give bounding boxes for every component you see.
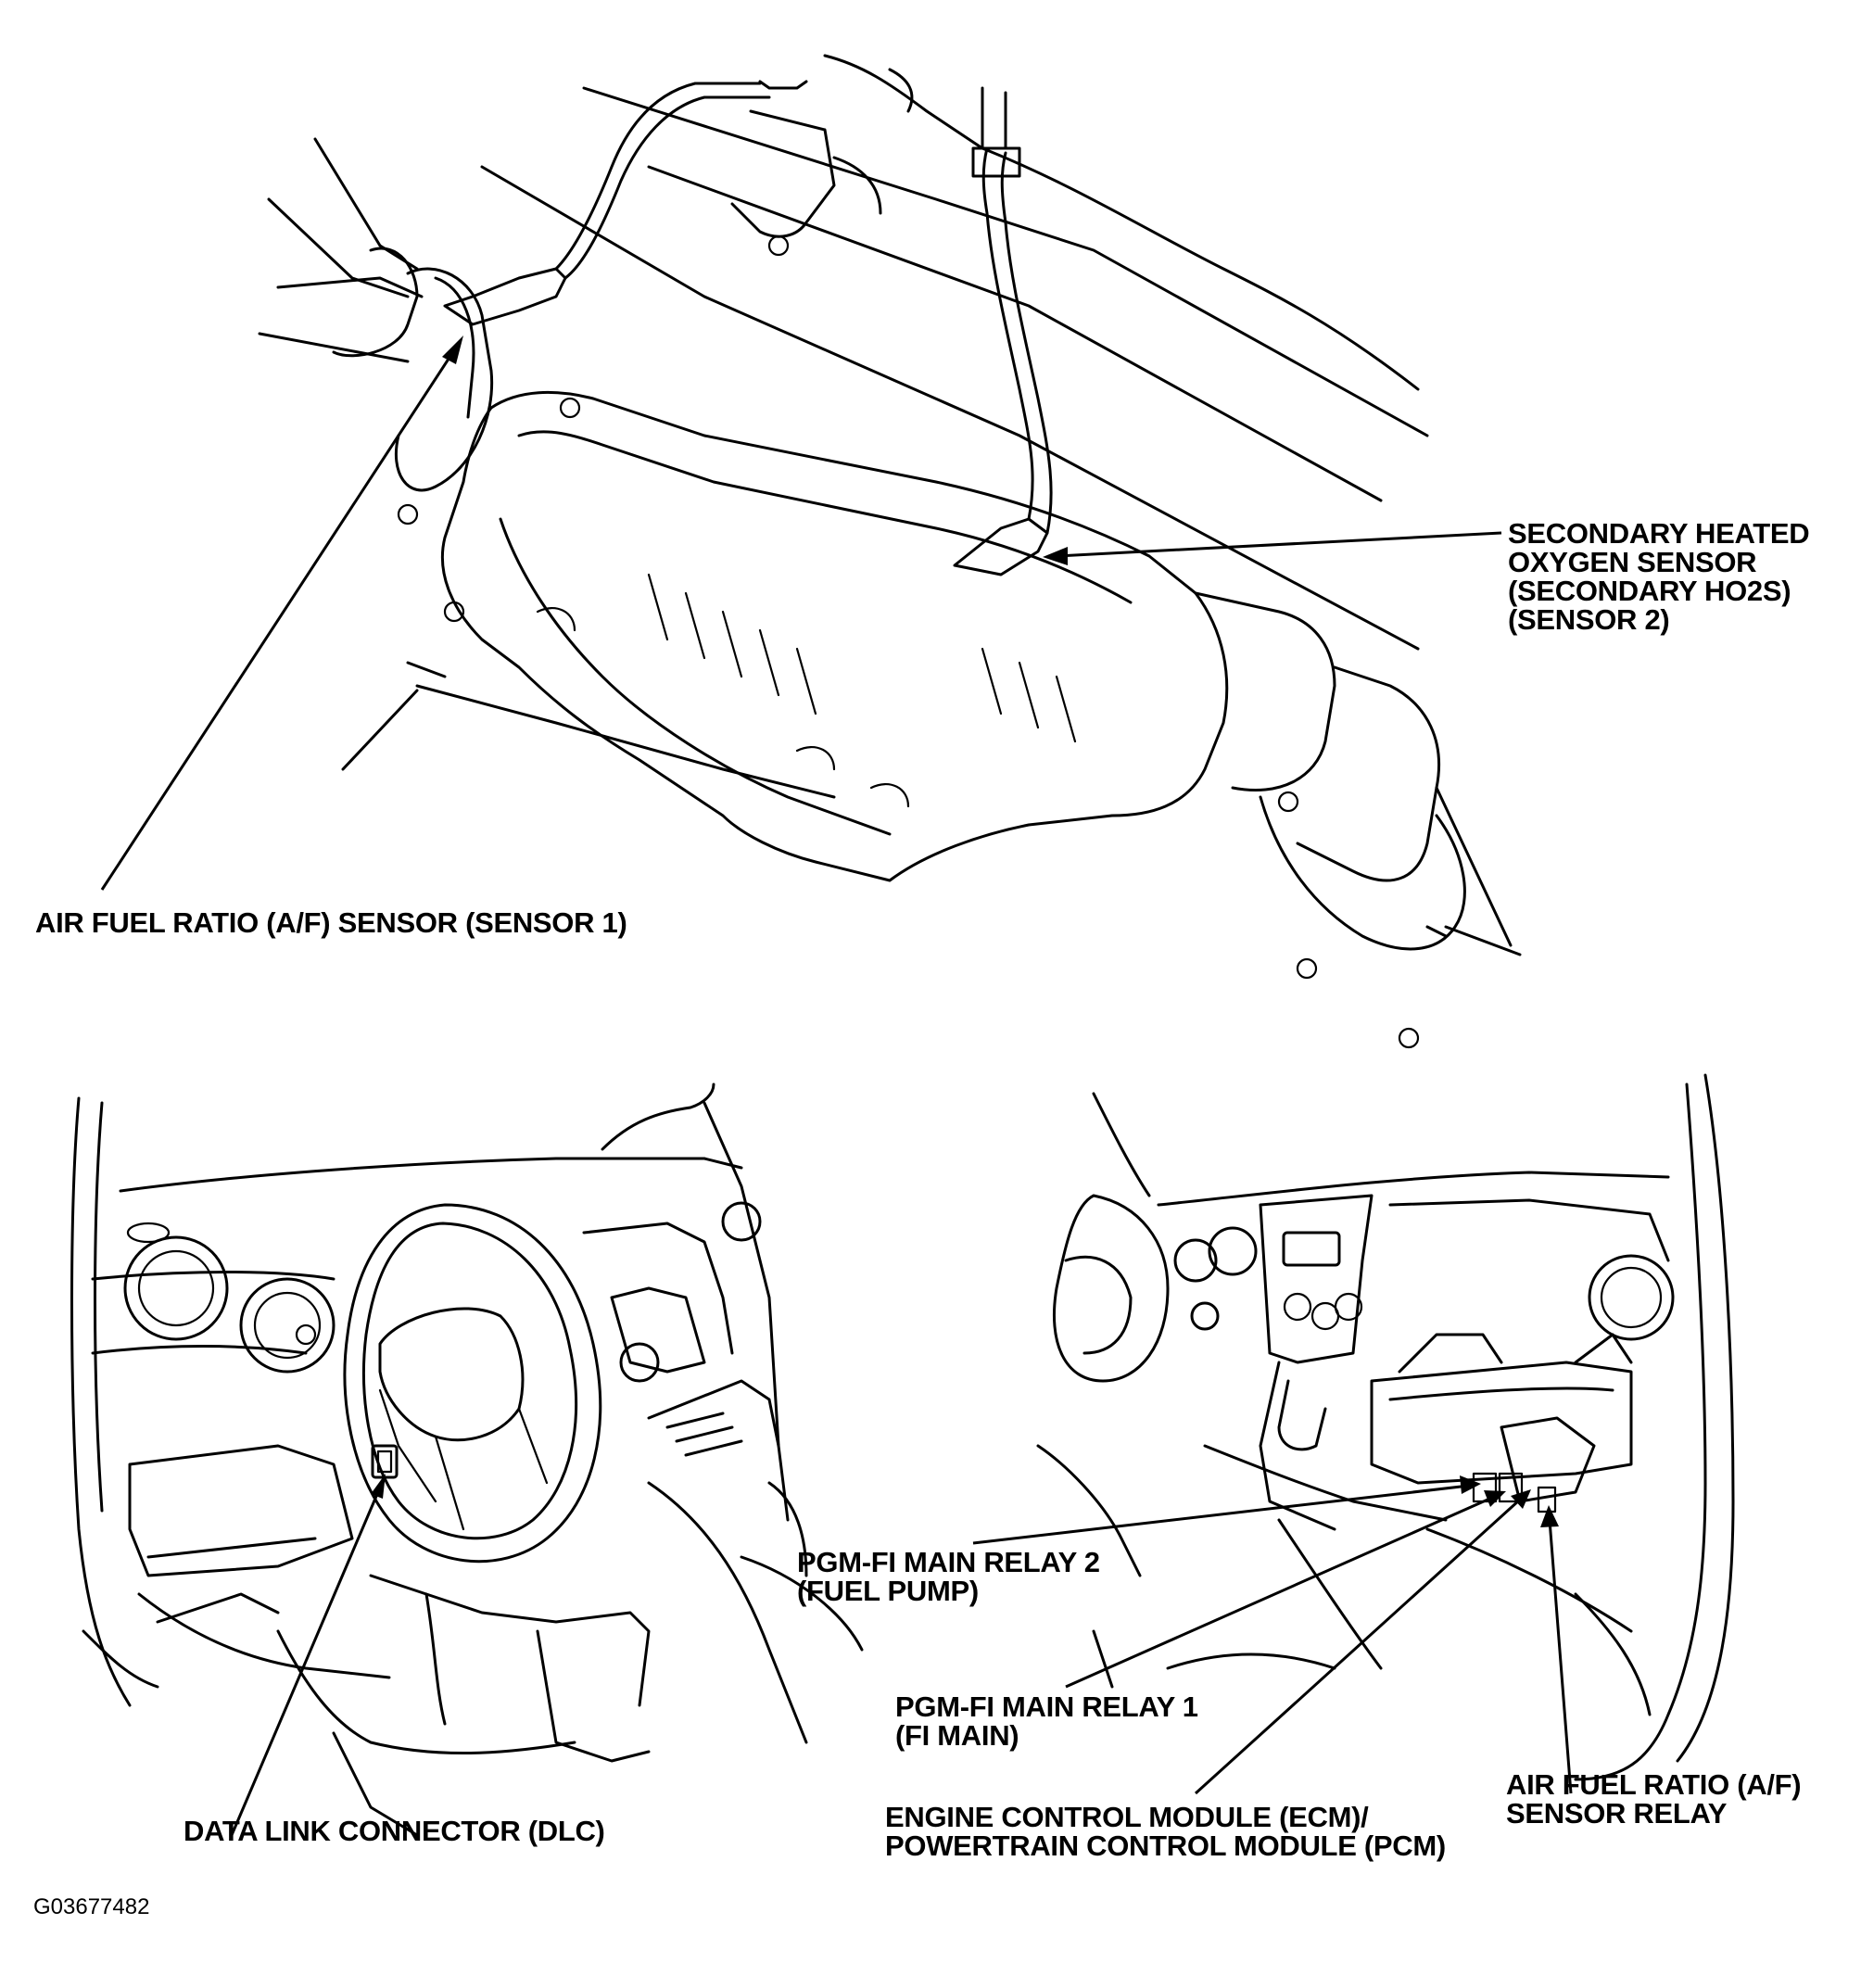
ecm-pcm-label-line-1: ENGINE CONTROL MODULE (ECM)/ bbox=[885, 1801, 1369, 1833]
af-sensor-relay-label: AIR FUEL RATIO (A/F) SENSOR RELAY bbox=[1506, 1768, 1802, 1830]
secondary-ho2s-label: SECONDARY HEATED OXYGEN SENSOR (SECONDAR… bbox=[1508, 517, 1810, 636]
dlc-leader bbox=[230, 1487, 382, 1836]
ecm-pcm-label: ENGINE CONTROL MODULE (ECM)/ POWERTRAIN … bbox=[885, 1803, 1446, 1860]
secondary-ho2s-leader bbox=[1056, 531, 1502, 558]
ecm-pcm-leader bbox=[1194, 1498, 1522, 1795]
pgm-fi-relay-1-label-line-2: (FI MAIN) bbox=[895, 1719, 1019, 1752]
af-sensor-relay-label-line-2: SENSOR RELAY bbox=[1506, 1797, 1728, 1830]
pgm-fi-relay-1-label: PGM-FI MAIN RELAY 1 (FI MAIN) bbox=[895, 1692, 1198, 1750]
relay-2-leader bbox=[972, 1484, 1470, 1545]
pgm-fi-relay-2-label: PGM-FI MAIN RELAY 2 (FUEL PUMP) bbox=[797, 1548, 1100, 1605]
exhaust-assembly-illustration bbox=[258, 54, 1522, 1049]
secondary-ho2s-label-line-1: SECONDARY HEATED bbox=[1508, 517, 1810, 550]
passenger-dash-illustration bbox=[1036, 1073, 1735, 1781]
pgm-fi-relay-2-label-line-2: (FUEL PUMP) bbox=[797, 1575, 979, 1607]
relay-1-leader bbox=[1065, 1495, 1495, 1689]
pgm-fi-relay-1-label-line-1: PGM-FI MAIN RELAY 1 bbox=[895, 1690, 1198, 1723]
driver-dash-illustration bbox=[70, 1083, 864, 1837]
ecm-pcm-label-line-2: POWERTRAIN CONTROL MODULE (PCM) bbox=[885, 1830, 1446, 1862]
af-sensor-leader bbox=[100, 349, 456, 891]
dlc-label: DATA LINK CONNECTOR (DLC) bbox=[184, 1815, 605, 1847]
secondary-ho2s-label-line-3: (SECONDARY HO2S) bbox=[1508, 575, 1791, 607]
secondary-ho2s-label-line-2: OXYGEN SENSOR bbox=[1508, 546, 1757, 578]
af-relay-leader bbox=[1548, 1519, 1573, 1794]
secondary-ho2s-label-line-4: (SENSOR 2) bbox=[1508, 603, 1670, 636]
figure-code: G03677482 bbox=[33, 1894, 150, 1919]
af-sensor-label: AIR FUEL RATIO (A/F) SENSOR (SENSOR 1) bbox=[35, 906, 627, 939]
pgm-fi-relay-2-label-line-1: PGM-FI MAIN RELAY 2 bbox=[797, 1546, 1100, 1578]
af-sensor-relay-label-line-1: AIR FUEL RATIO (A/F) bbox=[1506, 1768, 1802, 1801]
